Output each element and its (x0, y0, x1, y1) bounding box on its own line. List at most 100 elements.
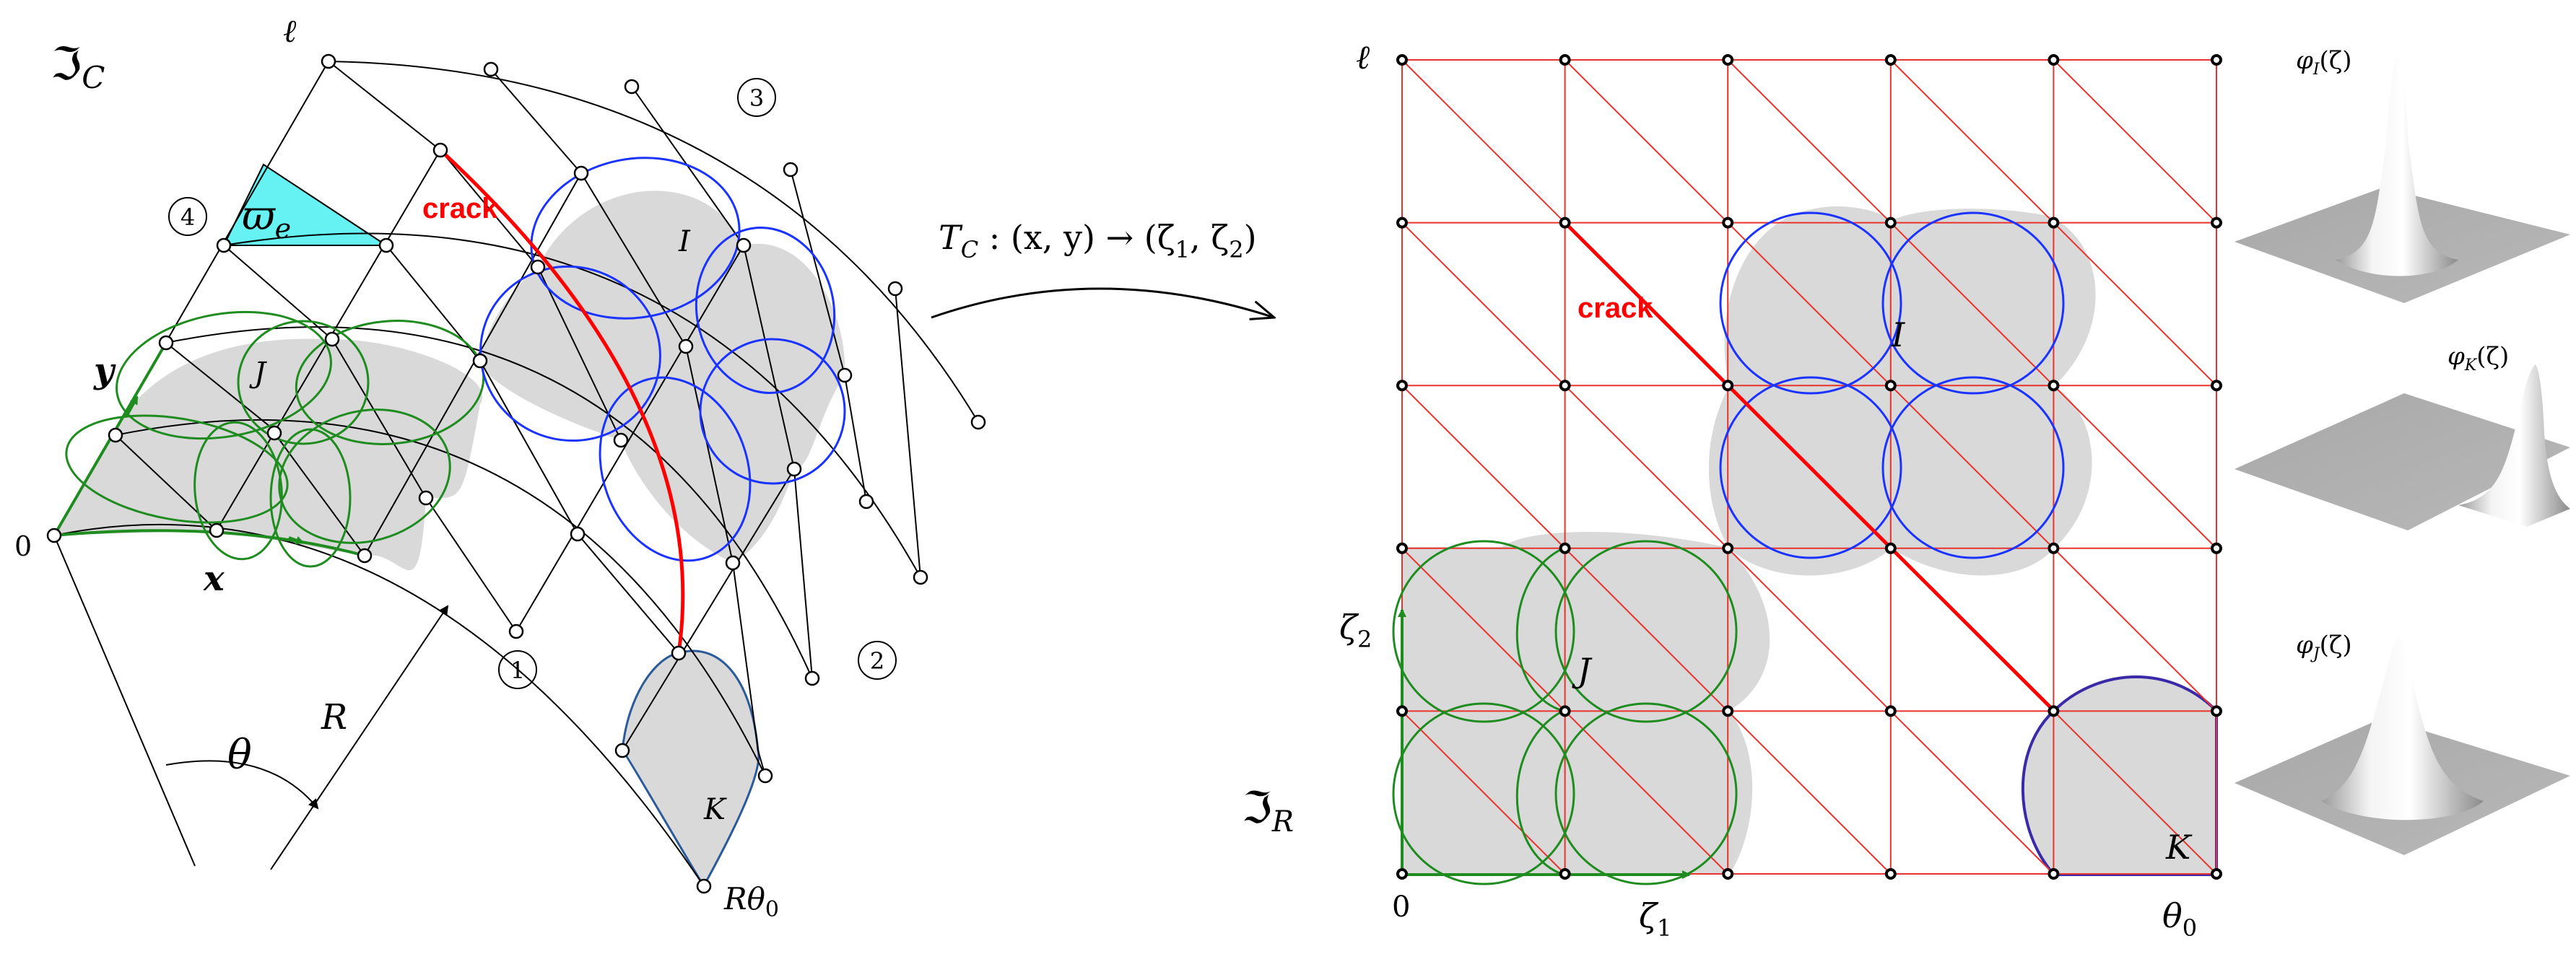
mesh-node (970, 414, 986, 430)
origin-line-1 (53, 535, 196, 867)
x-axis-arrow (288, 536, 305, 545)
grid-node (1884, 216, 1897, 229)
grid-node (1559, 705, 1571, 717)
mesh-node (378, 237, 394, 253)
grid-node (2211, 380, 2222, 392)
mesh-node (472, 353, 488, 369)
zeta2-label: ζ2 (1339, 608, 1372, 653)
mapping-arrow: TC : (x, y) → (ζ1, ζ2) (931, 218, 1274, 318)
mesh-node (786, 461, 802, 477)
ell-label-left: ℓ (283, 13, 297, 50)
grid-line (2053, 710, 2217, 875)
grid-node (1396, 868, 1408, 880)
mesh-node (736, 237, 752, 253)
domain-label-R: ℑR (1242, 783, 1294, 839)
grid-line (1401, 548, 1566, 712)
basis-plot-J: φJ(ζ) (2235, 631, 2570, 855)
basis-plot-I: φI(ζ) (2235, 46, 2570, 303)
support-circles-J (65, 310, 485, 568)
grid-line (1727, 59, 1892, 224)
mesh-node (357, 548, 373, 564)
highlighted-element (222, 163, 389, 246)
grid-line (1401, 222, 1566, 386)
grid-node (2048, 216, 2060, 229)
domain-label-C: ℑC (51, 38, 105, 95)
basis-label-K: φK(ζ) (2447, 342, 2509, 375)
mesh-node (624, 79, 640, 95)
node-I-label-right: I (1891, 315, 1905, 354)
mesh-node (46, 528, 62, 543)
radius-line (270, 605, 449, 870)
grid-node (1722, 868, 1734, 880)
grid-line (2053, 222, 2217, 386)
reference-domain-panel: ℓ crack I J K 0 ζ1 ζ2 θ0 ℑR (1242, 38, 2222, 942)
grid-node (2211, 54, 2222, 66)
grid-node (2048, 705, 2060, 717)
grid-line (1564, 548, 1728, 712)
basis-function-plots: φI(ζ) φK(ζ) φJ(ζ) (2235, 46, 2570, 855)
curved-domain-panel: 1 2 3 4 ℑC ℓ ϖe crack y x 0 θ R Rθ0 J I … (14, 13, 986, 922)
support-circles-I (479, 157, 846, 562)
mesh-node (757, 768, 773, 784)
grid-line (1727, 222, 1892, 386)
mesh-node (108, 427, 123, 443)
mesh-node (678, 338, 694, 354)
ell-label-right: ℓ (1356, 38, 1370, 76)
mesh-node (321, 53, 336, 69)
mesh-node (570, 526, 586, 542)
grid-node (1396, 542, 1408, 554)
mesh-node (530, 259, 546, 275)
grid-node (1722, 216, 1734, 229)
grid-node (2211, 216, 2222, 229)
grid-line (1727, 710, 1892, 875)
crack-label-left: crack (422, 193, 498, 224)
arc-end-label: Rθ0 (723, 881, 779, 922)
crack-line-right (1563, 221, 2055, 712)
support-region-J-right (1402, 532, 1770, 875)
grid-line (1890, 385, 2055, 549)
mapping-label: TC : (x, y) → (ζ1, ζ2) (939, 218, 1257, 263)
grid-nodes (1396, 54, 2222, 880)
grid-node (2211, 542, 2222, 554)
theta0-label: θ0 (2162, 896, 2197, 942)
support-region-I-right (1708, 206, 2096, 576)
grid-line (1890, 222, 2055, 386)
grid-node (1396, 705, 1408, 717)
support-circles-I-right (1719, 211, 2065, 559)
crack-line (439, 149, 685, 654)
grid-node (1722, 54, 1734, 66)
mesh-node (725, 555, 741, 571)
grid-node (2211, 705, 2222, 717)
support-region-J (54, 338, 483, 571)
node-K-label-right: K (2165, 828, 2193, 867)
mesh-node (508, 623, 524, 639)
grid-line (1401, 710, 1566, 875)
grid-node (1559, 542, 1571, 554)
mesh-node (913, 569, 928, 585)
edge-markers: 1 2 3 4 (168, 78, 897, 689)
grid-node (1722, 542, 1734, 554)
grid-line (2053, 548, 2217, 712)
grid-node (2048, 542, 2060, 554)
grid-node (1396, 380, 1408, 392)
grid-line (2053, 59, 2217, 224)
grid-node (1722, 380, 1734, 392)
support-circles-J-right (1392, 540, 1738, 885)
mesh-node (158, 335, 174, 351)
mesh-node (614, 743, 630, 758)
basis-label-I: φI(ζ) (2296, 46, 2351, 79)
origin-label-left: 0 (14, 530, 32, 562)
mesh-node (216, 237, 232, 253)
grid-node (1884, 705, 1897, 717)
grid-node (1722, 705, 1734, 717)
x-label: x (203, 559, 225, 599)
edge-2-label: 2 (870, 647, 884, 675)
grid-node (2048, 54, 2060, 66)
support-region-K (621, 649, 760, 890)
grid-node (1884, 868, 1897, 880)
grid-line (2053, 385, 2217, 549)
element-label: ϖe (242, 193, 291, 245)
grid-line (1401, 59, 1566, 224)
mesh-node (783, 162, 799, 178)
